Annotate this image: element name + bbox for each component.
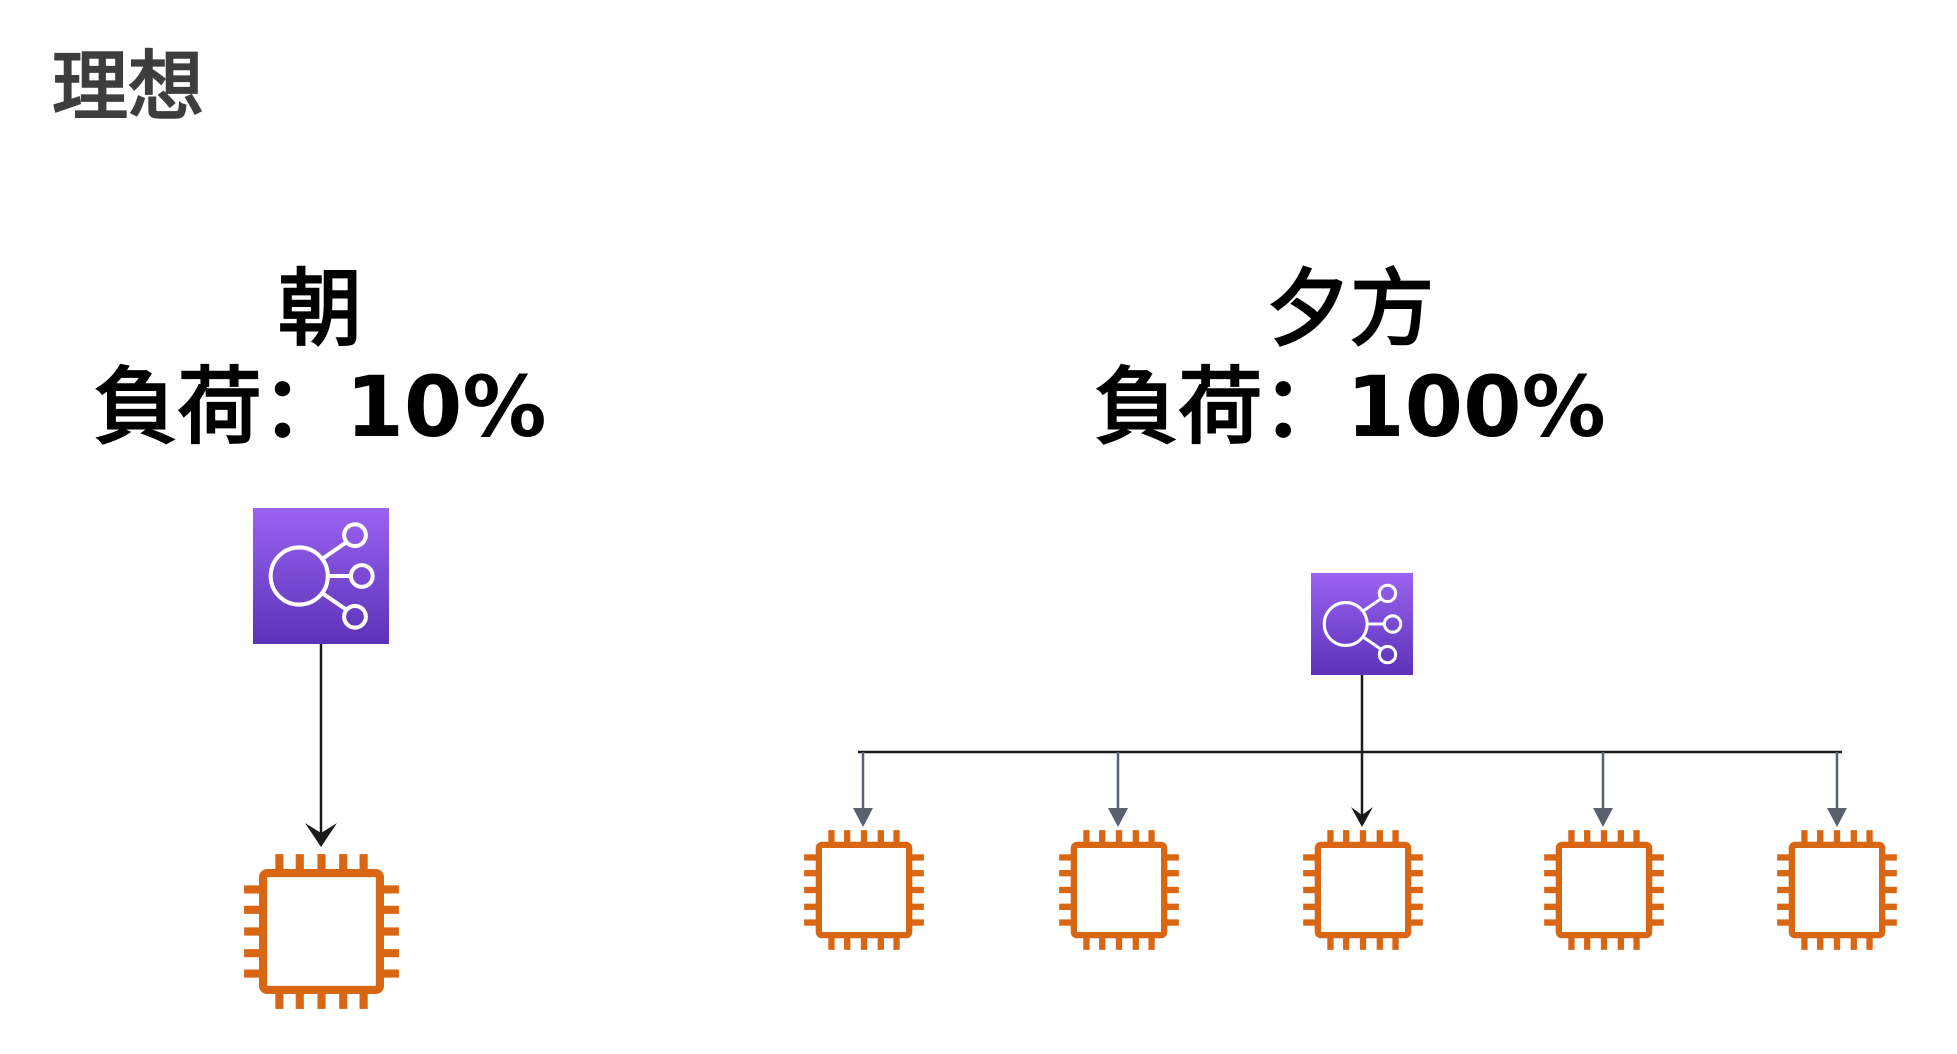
arrowhead <box>1108 808 1128 827</box>
ec2-instance-chip-icon <box>804 830 924 950</box>
ec2-instance-chip-icon <box>1059 830 1179 950</box>
morning-label: 朝 <box>278 260 362 358</box>
ec2-instance-chip-icon <box>1544 830 1664 950</box>
page-title: 理想 <box>52 42 204 131</box>
morning-load-text: 負荷：10% <box>93 358 546 456</box>
arrowhead <box>1827 808 1847 827</box>
ec2-instance-chip-icon <box>1303 830 1423 950</box>
evening-scenario: 夕方 負荷：100% <box>804 260 1897 950</box>
morning-scenario: 朝 負荷：10% <box>93 260 547 1009</box>
ec2-instance-chip-icon <box>1777 830 1897 950</box>
arrowhead <box>853 808 873 827</box>
elastic-load-balancer-icon <box>253 508 389 644</box>
evening-label: 夕方 <box>1266 260 1434 358</box>
arrowhead <box>1351 807 1373 827</box>
evening-load-text: 負荷：100% <box>1094 358 1606 456</box>
ec2-instance-chip-icon <box>244 854 399 1009</box>
arrowhead <box>305 823 337 847</box>
arrowhead <box>1593 808 1613 827</box>
elastic-load-balancer-icon <box>1311 573 1413 675</box>
